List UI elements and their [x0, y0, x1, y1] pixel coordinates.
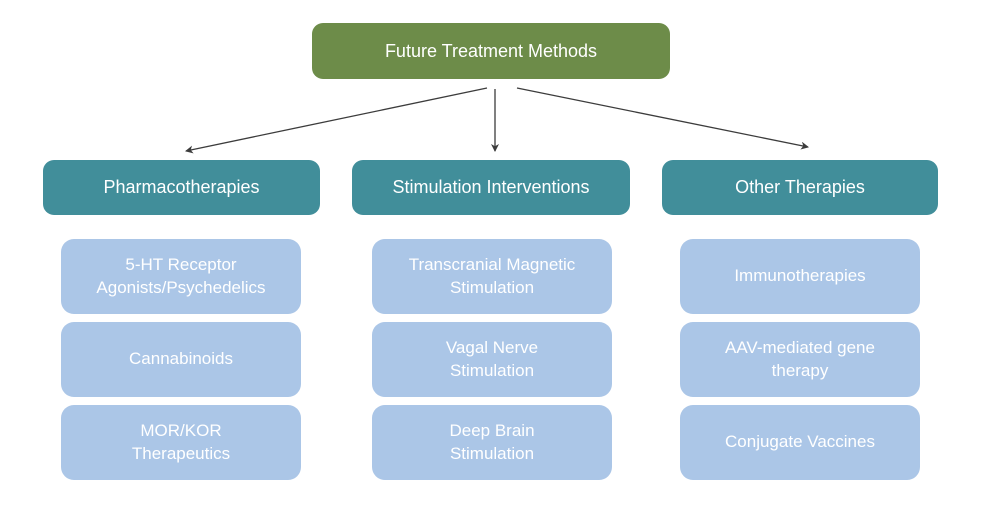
item-label: 5-HT Receptor Agonists/Psychedelics	[96, 255, 266, 297]
item-label: Vagal Nerve Stimulation	[445, 338, 539, 380]
header-node-stimulation-interventions: Stimulation Interventions	[352, 160, 630, 215]
header-label: Other Therapies	[735, 177, 865, 197]
item-node-mor-kor-therapeutics: MOR/KOR Therapeutics	[61, 405, 301, 480]
item-node-aav-mediated-gene-therapy: AAV-mediated gene therapy	[680, 322, 920, 397]
item-node-vagal-nerve-stimulation: Vagal Nerve Stimulation	[372, 322, 612, 397]
item-label: Conjugate Vaccines	[725, 432, 875, 452]
item-node-5ht-receptor-agonists-psychedelics: 5-HT Receptor Agonists/Psychedelics	[61, 239, 301, 314]
item-node-deep-brain-stimulation: Deep Brain Stimulation	[372, 405, 612, 480]
arrow-to-other-therapies	[516, 87, 809, 150]
item-label: AAV-mediated gene therapy	[725, 338, 875, 380]
header-node-other-therapies: Other Therapies	[662, 160, 938, 215]
item-node-cannabinoids: Cannabinoids	[61, 322, 301, 397]
header-node-pharmacotherapies: Pharmacotherapies	[43, 160, 320, 215]
root-node-future-treatment-methods: Future Treatment Methods	[312, 23, 670, 79]
header-label: Pharmacotherapies	[103, 177, 260, 197]
header-label: Stimulation Interventions	[392, 177, 590, 197]
item-label: Deep Brain Stimulation	[449, 421, 535, 463]
item-label: MOR/KOR Therapeutics	[131, 421, 231, 463]
arrow-to-pharmacotherapies	[185, 87, 488, 154]
root-node-label: Future Treatment Methods	[384, 40, 598, 61]
item-label: Cannabinoids	[129, 349, 233, 369]
item-label: Immunotherapies	[734, 266, 866, 286]
item-node-immunotherapies: Immunotherapies	[680, 239, 920, 314]
item-label: Transcranial Magnetic Stimulation	[408, 255, 576, 297]
item-node-transcranial-magnetic-stimulation: Transcranial Magnetic Stimulation	[372, 239, 612, 314]
item-node-conjugate-vaccines: Conjugate Vaccines	[680, 405, 920, 480]
